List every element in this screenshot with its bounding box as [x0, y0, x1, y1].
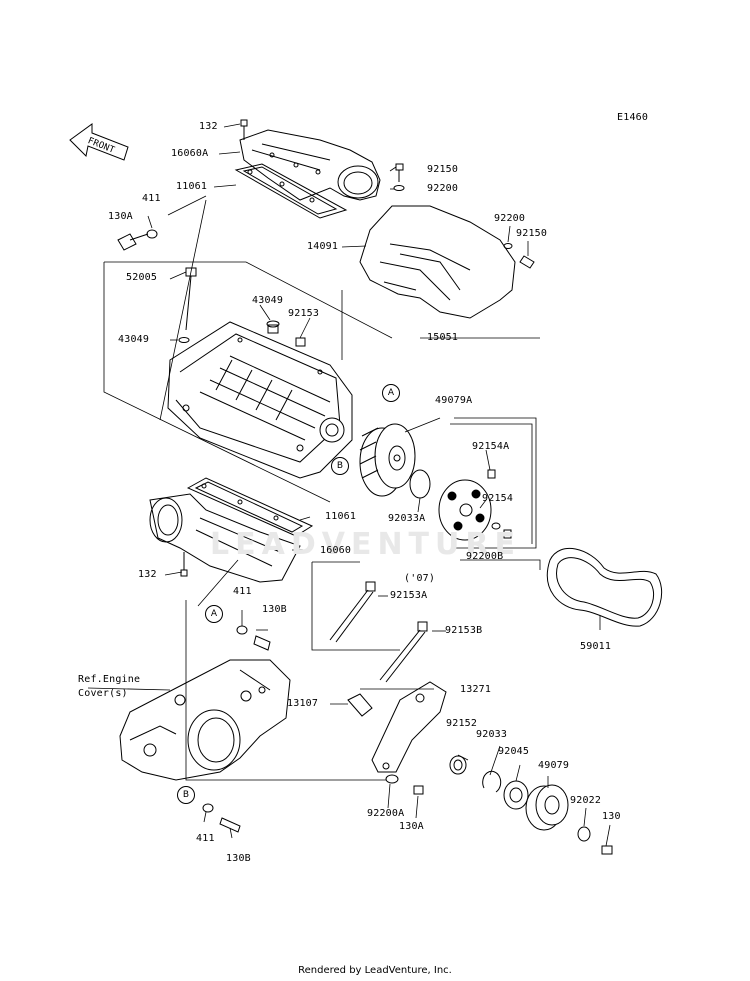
- bolt-132-top: [240, 119, 248, 140]
- bushing-92152: [449, 755, 467, 775]
- tensioner-bracket-13271: [371, 681, 447, 773]
- lower-intake-duct: [149, 493, 301, 583]
- callout-b-bottom: B: [177, 786, 195, 804]
- part-43049-b: 43049: [118, 334, 150, 345]
- ref-engine-cover-line2: Cover(s): [78, 688, 128, 699]
- idler-pulley-49079: [525, 784, 569, 831]
- part-49079A: 49079A: [435, 395, 473, 406]
- part-130B-mid: 130B: [262, 604, 287, 615]
- part-92200B: 92200B: [466, 551, 504, 562]
- part-92153B: 92153B: [445, 625, 483, 636]
- bolt-130A-bottom: [413, 785, 424, 795]
- callout-a-top: A: [382, 384, 400, 402]
- part-411-top: 411: [142, 193, 161, 204]
- callout-a-bottom: A: [205, 605, 223, 623]
- part-130A-bottom: 130A: [399, 821, 424, 832]
- part-92033A: 92033A: [388, 513, 426, 524]
- part-92022: 92022: [570, 795, 602, 806]
- part-92150-a: 92150: [427, 164, 459, 175]
- part-92200A: 92200A: [367, 808, 405, 819]
- part-59011: 59011: [580, 641, 612, 652]
- tensioner-pivot-13107: [347, 693, 373, 717]
- part-132-top: 132: [199, 121, 218, 132]
- part-13271: 13271: [460, 684, 492, 695]
- part-132-bottom: 132: [138, 569, 157, 580]
- part-411-mid: 411: [233, 586, 252, 597]
- washer-92200A: [385, 774, 399, 784]
- part-13107: 13107: [287, 698, 319, 709]
- bolt-130B-bottom: [202, 803, 241, 833]
- part-16060A: 16060A: [171, 148, 209, 159]
- plug-43049: [266, 320, 280, 334]
- part-11061-bottom: 11061: [325, 511, 357, 522]
- ref-engine-cover-line1: Ref.Engine: [78, 674, 141, 685]
- part-92153A: 92153A: [390, 590, 428, 601]
- group-outlines: [103, 199, 541, 781]
- part-92152: 92152: [446, 718, 478, 729]
- part-92200-a: 92200: [427, 183, 459, 194]
- part-16060: 16060: [320, 545, 352, 556]
- part-92154: 92154: [482, 493, 514, 504]
- part-92045: 92045: [498, 746, 530, 757]
- footer-credit: Rendered by LeadVenture, Inc.: [298, 965, 452, 976]
- supercharger-body: [167, 321, 353, 479]
- drive-belt: [546, 548, 663, 627]
- part-52005: 52005: [126, 272, 158, 283]
- oil-dipstick: [178, 267, 197, 343]
- part-92153: 92153: [288, 308, 320, 319]
- part-43049-a: 43049: [252, 295, 284, 306]
- part-note-07: ('07): [404, 573, 436, 584]
- lower-gasket: [186, 477, 314, 537]
- upper-intake-duct: [239, 129, 381, 201]
- long-bolt-92153A: [329, 581, 376, 643]
- front-arrow-icon: [69, 123, 129, 161]
- part-92154A: 92154A: [472, 441, 510, 452]
- bolt-132-bottom: [180, 552, 188, 577]
- part-49079: 49079: [538, 760, 570, 771]
- part-130: 130: [602, 811, 621, 822]
- part-92150-b: 92150: [516, 228, 548, 239]
- part-11061-top: 11061: [176, 181, 208, 192]
- belt-cover: [359, 205, 516, 319]
- leader-lines: [87, 123, 611, 847]
- part-130B-bottom: 130B: [226, 853, 251, 864]
- damper-plate: [438, 469, 512, 541]
- part-92200-b: 92200: [494, 213, 526, 224]
- part-15051: 15051: [427, 332, 459, 343]
- circlip-92033: [482, 770, 502, 793]
- bolt-130A-top: [117, 229, 158, 251]
- bolt-130: [601, 845, 613, 855]
- bolt-92153: [295, 337, 306, 347]
- part-92033: 92033: [476, 729, 508, 740]
- o-ring-92033A: [409, 469, 431, 499]
- washer-92022: [577, 826, 591, 842]
- bolt-92150-b: [503, 243, 535, 269]
- part-14091: 14091: [307, 241, 339, 252]
- part-130A-top: 130A: [108, 211, 133, 222]
- upper-gasket: [234, 163, 348, 219]
- diagram-code: E1460: [617, 112, 649, 123]
- callout-b-top: B: [331, 457, 349, 475]
- part-411-bottom: 411: [196, 833, 215, 844]
- pulley-49079A: [359, 423, 416, 497]
- long-bolt-92153B: [379, 621, 428, 683]
- engine-cover: [119, 659, 291, 781]
- watermark: LEADVENTURE: [210, 527, 521, 562]
- bearing-92045: [503, 780, 529, 810]
- bolt-92150-a: [393, 163, 405, 191]
